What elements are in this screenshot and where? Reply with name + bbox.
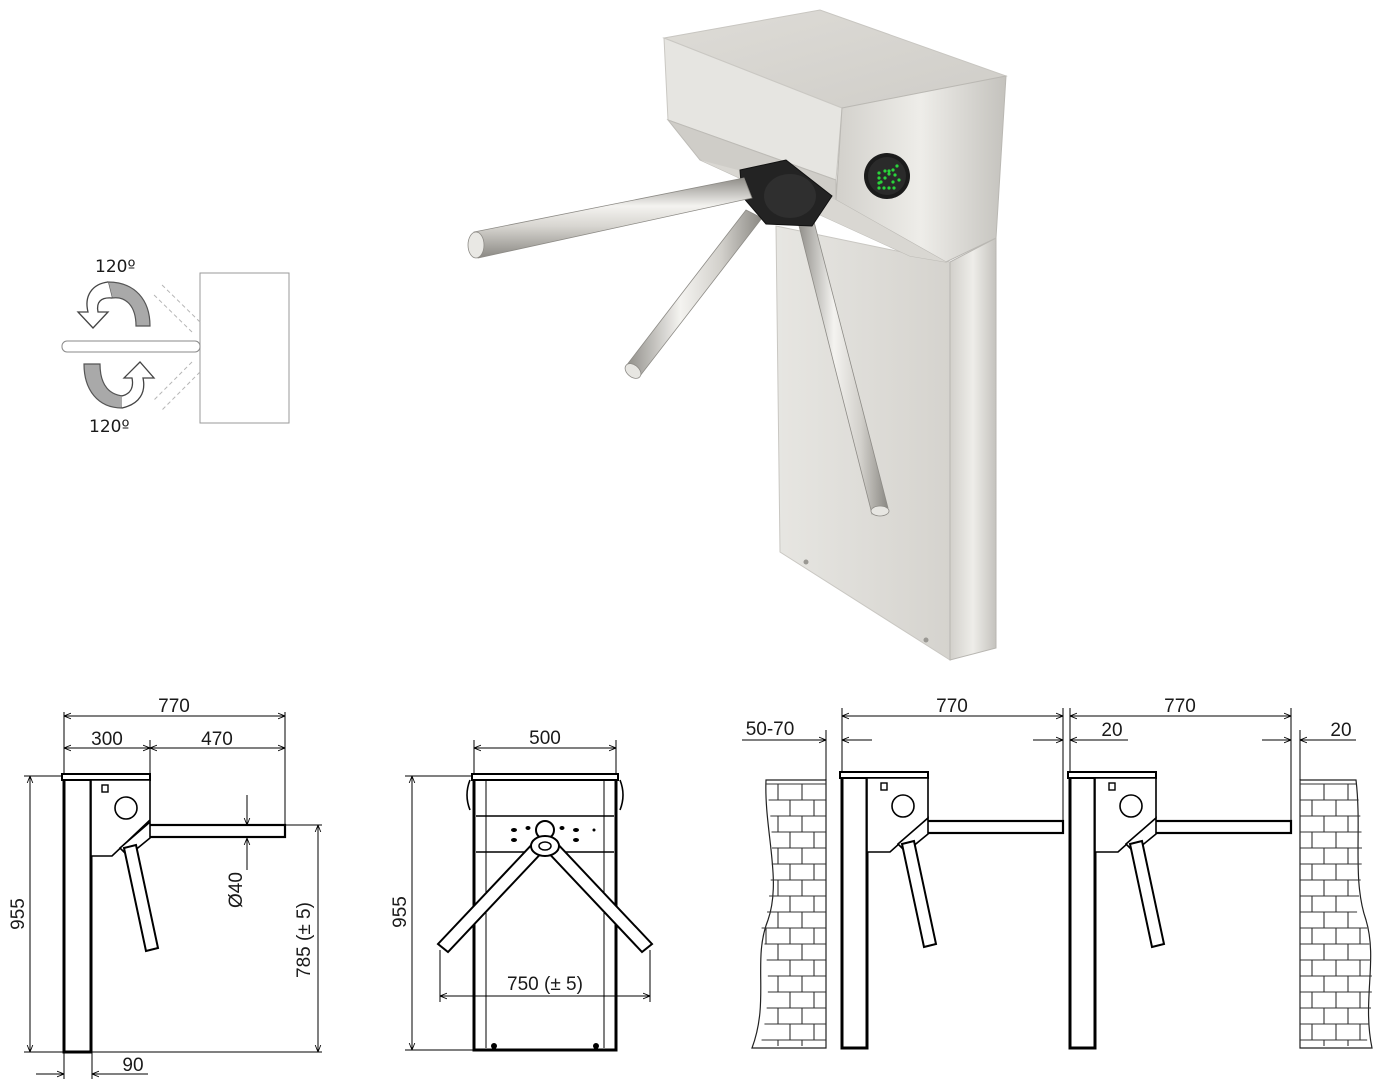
- rotate-arrow-top-icon: [107, 281, 151, 327]
- turnstile-unit-2: [1067, 771, 1293, 1050]
- dim-front-height: 955: [390, 896, 411, 928]
- side-view-drawing: 770 300 470 955 Ø40 785 (± 5) 90: [8, 696, 322, 1079]
- dim-post-width: 90: [122, 1055, 143, 1076]
- rotate-arrow-bottom-icon: [83, 363, 127, 409]
- angle-top-label: 120º: [95, 257, 135, 277]
- dim-side-overall-width: 770: [158, 696, 190, 717]
- dim-gap-middle: 20: [1101, 720, 1122, 741]
- dim-passage-1: 770: [936, 696, 968, 717]
- dim-side-cabinet-width: 300: [91, 729, 123, 750]
- dim-front-width: 500: [529, 728, 561, 749]
- dim-wall-gap-right: 20: [1330, 720, 1351, 741]
- angle-bottom-label: 120º: [89, 417, 129, 437]
- rotation-diagram: 120º 120º: [61, 257, 290, 437]
- installation-drawing: 50-70 770 20 770 20: [742, 696, 1373, 1050]
- cabinet-outline: [199, 272, 290, 424]
- left-wall: [751, 779, 827, 1049]
- arm-icon: [61, 340, 201, 353]
- dim-side-height: 955: [8, 898, 29, 930]
- dim-side-arm-length: 470: [201, 729, 233, 750]
- indicator-arrow-icon: [877, 164, 901, 190]
- dim-passage-2: 770: [1164, 696, 1196, 717]
- dim-arm-height: 785 (± 5): [294, 902, 315, 978]
- dim-wall-gap-left: 50-70: [746, 719, 795, 740]
- dim-arm-diameter: Ø40: [226, 872, 247, 908]
- dim-arm-span: 750 (± 5): [507, 974, 583, 995]
- front-view-drawing: 500 955 750 (± 5): [390, 728, 654, 1052]
- turnstile-render: [467, 9, 1008, 661]
- turnstile-unit-1: [839, 771, 1065, 1050]
- right-wall: [1299, 779, 1373, 1049]
